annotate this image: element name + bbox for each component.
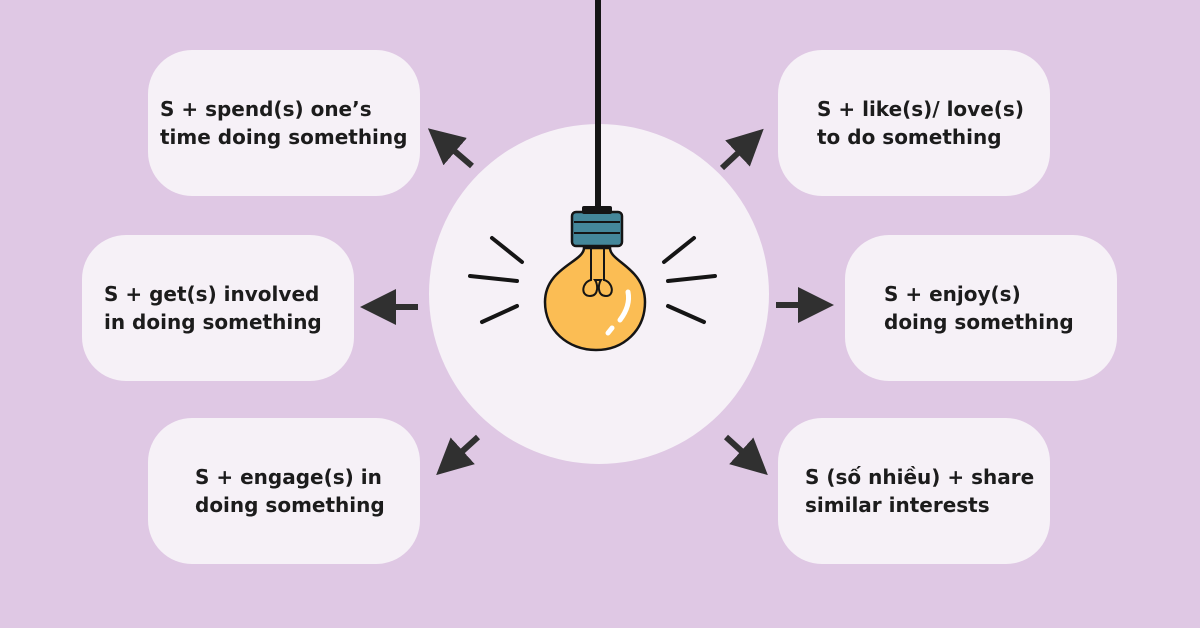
node-enjoy-line1: S + enjoy(s)	[884, 282, 1021, 306]
node-involved: S + get(s) involved in doing something	[82, 235, 354, 381]
node-like-text: S + like(s)/ love(s) to do something	[817, 95, 1024, 151]
node-like: S + like(s)/ love(s) to do something	[778, 50, 1050, 196]
node-engage-line1: S + engage(s) in	[195, 465, 382, 489]
arrow-to-like	[719, 128, 764, 171]
node-spend: S + spend(s) one’s time doing something	[148, 50, 420, 196]
node-share: S (số nhiều) + share similar interests	[778, 418, 1050, 564]
node-spend-text: S + spend(s) one’s time doing something	[160, 95, 407, 151]
light-bulb-icon	[543, 206, 647, 352]
node-spend-line1: S + spend(s) one’s	[160, 97, 372, 121]
node-involved-line2: in doing something	[104, 310, 322, 334]
node-engage-text: S + engage(s) in doing something	[195, 463, 385, 519]
node-engage: S + engage(s) in doing something	[148, 418, 420, 564]
node-like-line2: to do something	[817, 125, 1002, 149]
node-involved-text: S + get(s) involved in doing something	[104, 280, 322, 336]
node-share-text: S (số nhiều) + share similar interests	[805, 463, 1034, 519]
node-involved-line1: S + get(s) involved	[104, 282, 320, 306]
arrow-to-engage	[436, 434, 481, 476]
node-share-line2: similar interests	[805, 493, 990, 517]
node-share-line1: S (số nhiều) + share	[805, 465, 1035, 489]
arrow-to-spend	[427, 128, 474, 169]
node-enjoy-text: S + enjoy(s) doing something	[884, 280, 1074, 336]
light-rays	[468, 236, 717, 324]
node-enjoy: S + enjoy(s) doing something	[845, 235, 1117, 381]
node-like-line1: S + like(s)/ love(s)	[817, 97, 1024, 121]
node-engage-line2: doing something	[195, 493, 385, 517]
node-enjoy-line2: doing something	[884, 310, 1074, 334]
node-spend-line2: time doing something	[160, 125, 408, 149]
arrow-to-share	[723, 434, 768, 476]
